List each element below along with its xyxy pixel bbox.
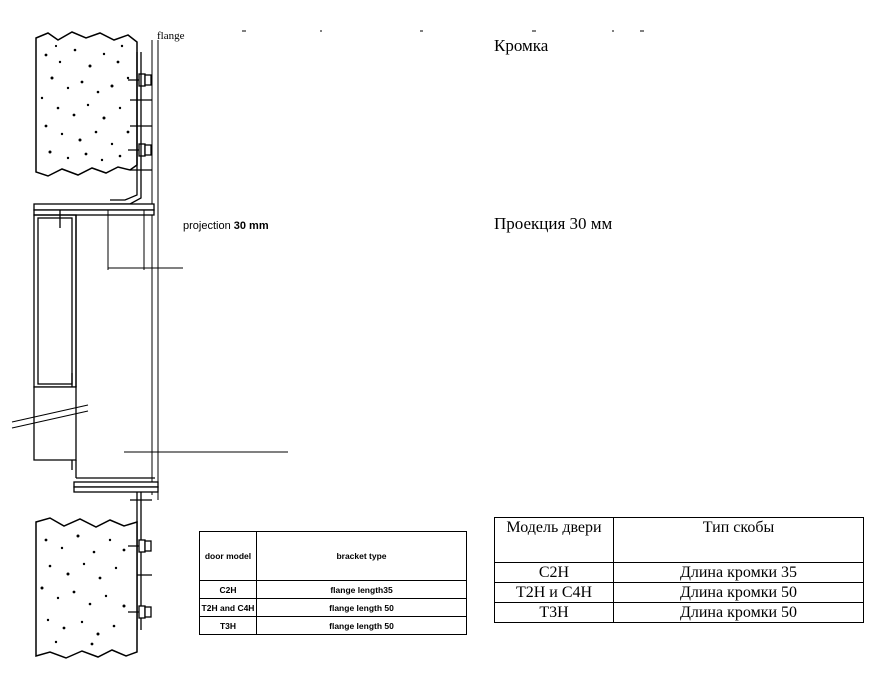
flange-label: flange xyxy=(157,30,185,42)
reference-lines xyxy=(151,40,159,500)
bracket-table-en: door model bracket type C2H flange lengt… xyxy=(199,531,467,635)
bracket-table-ru: Модель двери Тип скобы C2H Длина кромки … xyxy=(494,517,864,623)
table-row: T3H flange length 50 xyxy=(199,616,467,635)
lower-concrete-wall xyxy=(35,517,138,659)
table-cell-bracket: flange length35 xyxy=(256,580,467,599)
table-row: T2H и C4H Длина кромки 50 xyxy=(494,582,864,603)
ru-projection-label: Проекция 30 мм xyxy=(494,214,613,233)
door-header xyxy=(33,203,155,228)
ru-flange-label: Кромка xyxy=(494,36,549,55)
table-cell-model: T2H and C4H xyxy=(199,598,257,617)
projection-label-prefix: projection xyxy=(183,220,234,232)
break-line xyxy=(11,404,89,429)
table-cell-bracket: Длина кромки 50 xyxy=(613,582,864,603)
table-header-bracket-type: bracket type xyxy=(256,531,467,581)
table-row: C2H flange length35 xyxy=(199,580,467,599)
upper-anchor-bolts xyxy=(128,73,152,157)
concrete-aggregate-dots-lower xyxy=(40,534,126,646)
table-header-bracket-type-ru: Тип скобы xyxy=(613,517,864,563)
table-cell-bracket: Длина кромки 35 xyxy=(613,562,864,583)
projection-dimension xyxy=(107,210,288,453)
table-cell-model: T3H xyxy=(494,602,614,623)
table-header-door-model-ru: Модель двери xyxy=(494,517,614,563)
table-cell-model: T3H xyxy=(199,616,257,635)
table-row: C2H Длина кромки 35 xyxy=(494,562,864,583)
concrete-aggregate-dots xyxy=(40,44,130,162)
projection-label-value: 30 mm xyxy=(233,220,269,232)
projection-label: projection 30 mm xyxy=(183,220,269,232)
table-cell-bracket: Длина кромки 50 xyxy=(613,602,864,623)
table-header-row: Модель двери Тип скобы xyxy=(494,517,864,563)
table-cell-bracket: flange length 50 xyxy=(256,616,467,635)
table-cell-model: C2H xyxy=(199,580,257,599)
table-header-door-model: door model xyxy=(199,531,257,581)
table-cell-bracket: flange length 50 xyxy=(256,598,467,617)
table-header-row: door model bracket type xyxy=(199,531,467,581)
table-cell-model: T2H и C4H xyxy=(494,582,614,603)
lower-anchor-bolts xyxy=(128,539,152,619)
table-row: T3H Длина кромки 50 xyxy=(494,602,864,623)
table-cell-model: C2H xyxy=(494,562,614,583)
table-row: T2H and C4H flange length 50 xyxy=(199,598,467,617)
upper-concrete-wall xyxy=(35,31,138,177)
door-leaf xyxy=(33,214,155,479)
